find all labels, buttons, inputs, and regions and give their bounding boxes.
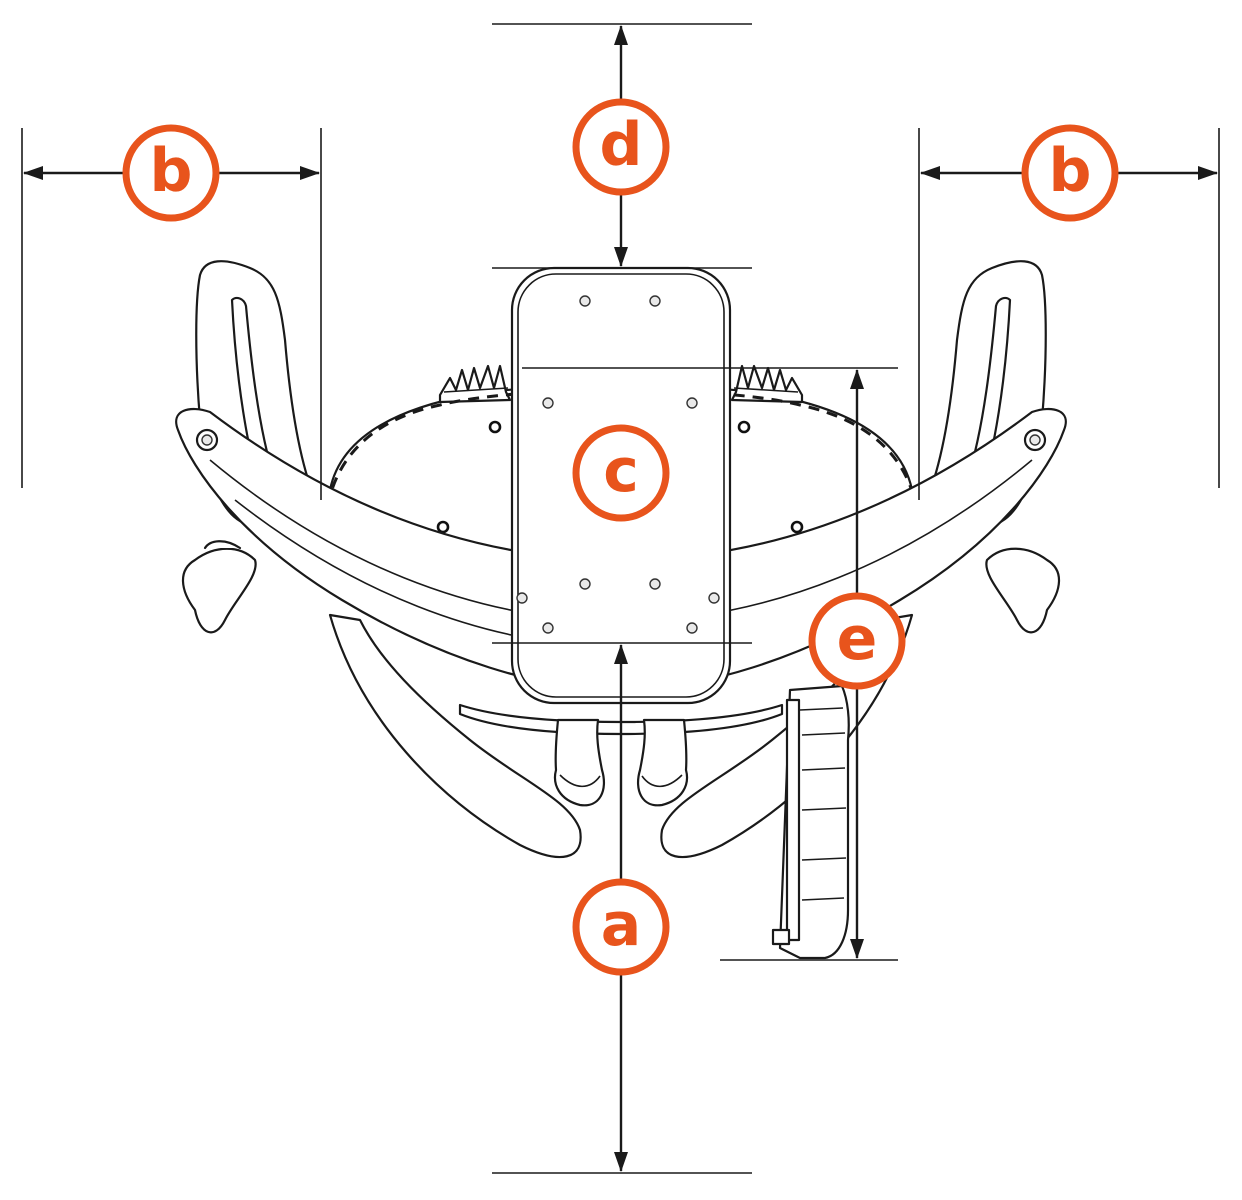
cooling-fins-right <box>730 364 804 404</box>
body-hole <box>436 520 450 534</box>
badge-d-text: d <box>600 110 643 180</box>
body-hole <box>488 420 502 434</box>
badge-a: a <box>572 878 670 976</box>
badge-b-right: b <box>1021 124 1119 222</box>
plate-screws <box>516 295 720 634</box>
body-hole <box>790 520 804 534</box>
badge-a-text: a <box>601 890 642 960</box>
badge-c-text: c <box>603 436 639 506</box>
side-view-device <box>771 684 850 960</box>
cooling-fins-left <box>438 364 512 404</box>
badge-d: d <box>572 98 670 196</box>
body-hole <box>737 420 751 434</box>
center-knuckles <box>553 718 689 807</box>
badge-e: e <box>808 592 906 690</box>
pivot-bolt-left <box>201 434 213 446</box>
badge-b-left: b <box>122 124 220 222</box>
badge-c: c <box>572 424 670 522</box>
badge-b-left-text: b <box>150 136 193 206</box>
pivot-bolt-right <box>1029 434 1041 446</box>
badge-b-right-text: b <box>1049 136 1092 206</box>
badge-e-text: e <box>837 604 878 674</box>
device-illustration <box>175 260 1067 960</box>
